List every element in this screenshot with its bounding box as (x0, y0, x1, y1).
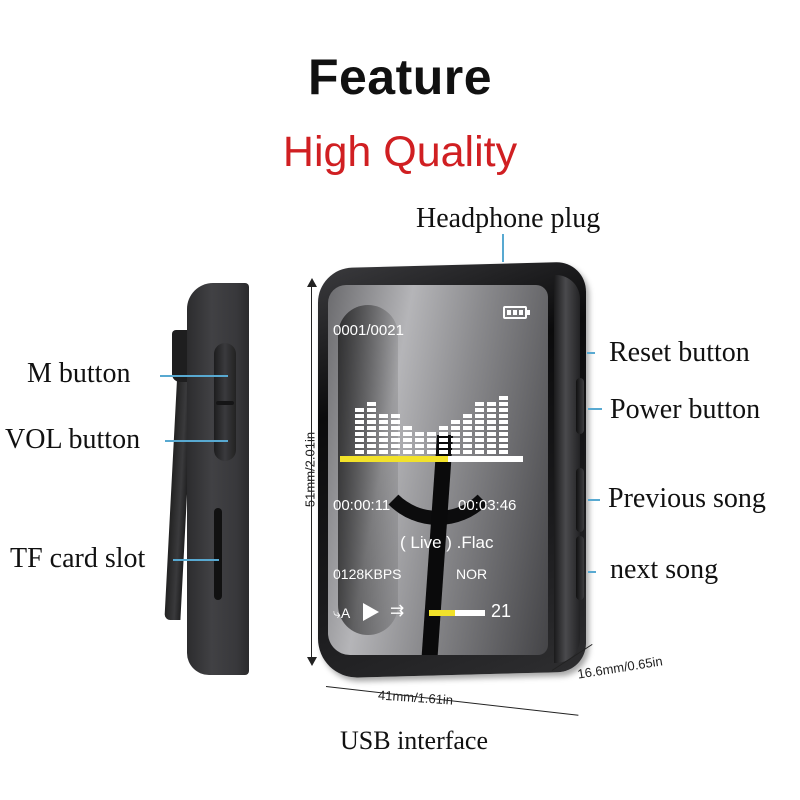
width-dimension-label: 41mm/1.61in (377, 687, 454, 708)
previous-song-label: Previous song (608, 483, 766, 514)
track-counter: 0001/0021 (333, 322, 404, 339)
equalizer-bar (367, 402, 376, 460)
equalizer-bar (379, 414, 388, 460)
reset-button-label: Reset button (609, 337, 750, 368)
power-button[interactable] (576, 378, 584, 434)
depth-dimension-label: 16.6mm/0.65in (576, 653, 664, 682)
arrow-down-icon (307, 657, 317, 666)
next-song-button[interactable] (576, 536, 584, 600)
device-right-edge (554, 275, 580, 663)
previous-song-button[interactable] (576, 468, 584, 532)
height-dimension-line (311, 282, 312, 662)
power-button-label: Power button (610, 394, 761, 425)
total-time: 00:03:46 (458, 497, 517, 514)
device-side-view (187, 283, 249, 675)
volume-fill (429, 610, 455, 616)
page-subtitle: High Quality (282, 128, 518, 176)
reset-button-leader (587, 352, 595, 354)
equalizer-bar (451, 420, 460, 460)
bitrate: 0128KBPS (333, 566, 402, 582)
vol-button-label: VOL button (5, 424, 141, 455)
equalizer-bar (499, 396, 508, 460)
equalizer-bar (391, 414, 400, 460)
repeat-all-icon: ⤷A (333, 605, 351, 621)
next-song-label: next song (610, 554, 719, 585)
eq-mode: NOR (456, 566, 488, 582)
device-screen: 0001/0021 00:00:11 00:03:46 ( Live ) .Fl… (328, 285, 548, 655)
play-icon (363, 603, 379, 621)
next-song-leader (588, 571, 596, 573)
page-title: Feature (307, 49, 493, 105)
arrow-up-icon (307, 278, 317, 287)
equalizer-bar (463, 414, 472, 460)
equalizer-bar (487, 402, 496, 460)
m-button-leader (160, 375, 228, 377)
equalizer-bar (403, 426, 412, 460)
equalizer-bar (475, 402, 484, 460)
equalizer-bar (355, 408, 364, 460)
headphone-plug-leader (502, 234, 504, 262)
track-progress-bar[interactable] (340, 456, 523, 462)
tf-card-slot-leader (173, 559, 219, 561)
height-dimension-label: 51mm/2.01in (302, 431, 318, 508)
equalizer-bar (439, 426, 448, 460)
volume-level: 21 (491, 601, 512, 621)
track-progress-fill (340, 456, 448, 462)
tf-card-slot-label: TF card slot (10, 543, 146, 574)
tf-card-slot[interactable] (214, 508, 222, 600)
headphone-plug-label: Headphone plug (416, 203, 601, 234)
volume-bar (429, 610, 485, 616)
song-title: ( Live ) .Flac (400, 533, 494, 552)
equalizer-visualizer (355, 365, 525, 460)
previous-song-leader (588, 499, 600, 501)
vol-button-leader (165, 440, 228, 442)
elapsed-time: 00:00:11 (333, 497, 391, 514)
power-button-leader (588, 408, 602, 410)
playback-controls: ⤷A ⇉ 21 (333, 601, 533, 625)
sequence-icon: ⇉ (390, 601, 405, 620)
battery-full-icon (503, 306, 530, 319)
usb-interface-label: USB interface (340, 726, 489, 755)
rocker-divider (216, 401, 234, 405)
m-button-label: M button (27, 358, 131, 389)
